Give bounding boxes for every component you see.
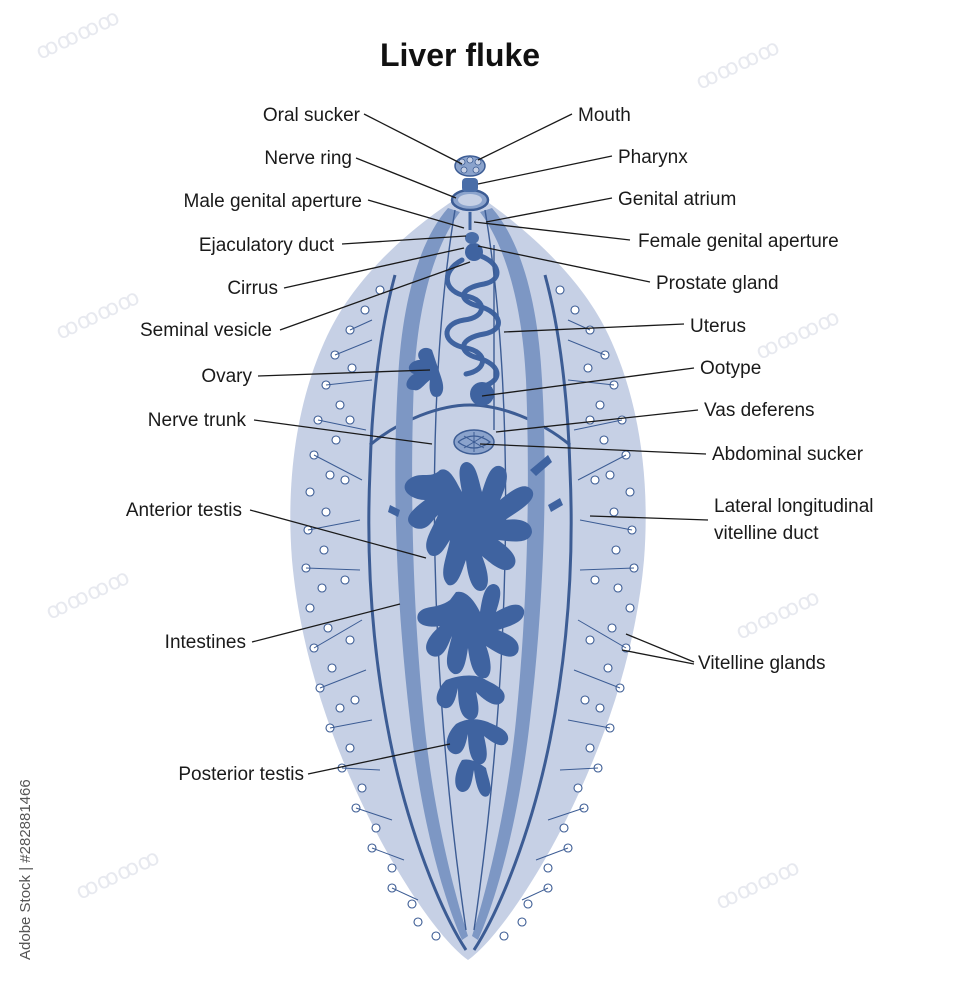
label-female-genital-aperture: Female genital aperture <box>638 231 839 252</box>
svg-text:ꝏꝏꝏꝏ: ꝏꝏꝏꝏ <box>712 854 804 915</box>
vitelline-glands <box>301 285 639 941</box>
label-male-genital-aperture: Male genital aperture <box>184 191 363 212</box>
leader-lines <box>249 113 709 775</box>
label-nerve-ring: Nerve ring <box>264 148 352 169</box>
label-abdominal-sucker: Abdominal sucker <box>712 444 864 465</box>
labels: Oral sucker Mouth Nerve ring Pharynx Mal… <box>126 105 874 785</box>
label-pharynx: Pharynx <box>618 147 688 168</box>
label-nerve-trunk: Nerve trunk <box>148 410 247 431</box>
anterior-testis <box>388 455 563 591</box>
uterus <box>444 252 501 389</box>
svg-text:ꝏꝏꝏꝏ: ꝏꝏꝏꝏ <box>42 564 134 625</box>
label-ootype: Ootype <box>700 358 761 379</box>
label-ejaculatory-duct: Ejaculatory duct <box>199 235 335 256</box>
body-outline <box>290 190 646 960</box>
vitelline-branches <box>305 319 635 901</box>
pharynx <box>462 178 478 192</box>
ootype <box>470 382 494 406</box>
label-mouth: Mouth <box>578 105 631 126</box>
seminal-vesicle <box>465 212 483 261</box>
label-anterior-testis: Anterior testis <box>126 500 242 521</box>
label-vitelline-glands: Vitelline glands <box>698 653 825 674</box>
label-oral-sucker: Oral sucker <box>263 105 361 126</box>
label-vas-deferens: Vas deferens <box>704 400 815 421</box>
svg-text:ꝏꝏꝏꝏ: ꝏꝏꝏꝏ <box>752 304 844 365</box>
diagram-title: Liver fluke <box>380 37 540 73</box>
fluke-body <box>290 155 646 960</box>
svg-text:ꝏꝏꝏꝏ: ꝏꝏꝏꝏ <box>72 844 164 905</box>
oral-sucker <box>454 155 486 177</box>
nerve-ring <box>450 188 490 212</box>
label-lateral-vitelline-duct-2: vitelline duct <box>714 523 819 544</box>
label-genital-atrium: Genital atrium <box>618 189 736 210</box>
label-prostate-gland: Prostate gland <box>656 273 779 294</box>
intestines <box>395 208 545 940</box>
abdominal-sucker <box>453 429 495 455</box>
svg-text:ꝏꝏꝏꝏ: ꝏꝏꝏꝏ <box>52 284 144 345</box>
posterior-testis <box>417 584 525 797</box>
label-uterus: Uterus <box>690 316 746 337</box>
label-cirrus: Cirrus <box>227 278 278 299</box>
label-posterior-testis: Posterior testis <box>178 764 304 785</box>
svg-text:ꝏꝏꝏꝏ: ꝏꝏꝏꝏ <box>732 584 824 645</box>
label-seminal-vesicle: Seminal vesicle <box>140 320 272 341</box>
label-lateral-vitelline-duct-1: Lateral longitudinal <box>714 496 874 517</box>
ovary <box>406 347 444 398</box>
svg-text:ꝏꝏꝏꝏ: ꝏꝏꝏꝏ <box>692 34 784 95</box>
svg-text:ꝏꝏꝏꝏ: ꝏꝏꝏꝏ <box>32 4 124 65</box>
label-intestines: Intestines <box>165 632 246 653</box>
label-ovary: Ovary <box>201 366 252 387</box>
stock-id-text: Adobe Stock | #282881466 <box>17 779 34 960</box>
